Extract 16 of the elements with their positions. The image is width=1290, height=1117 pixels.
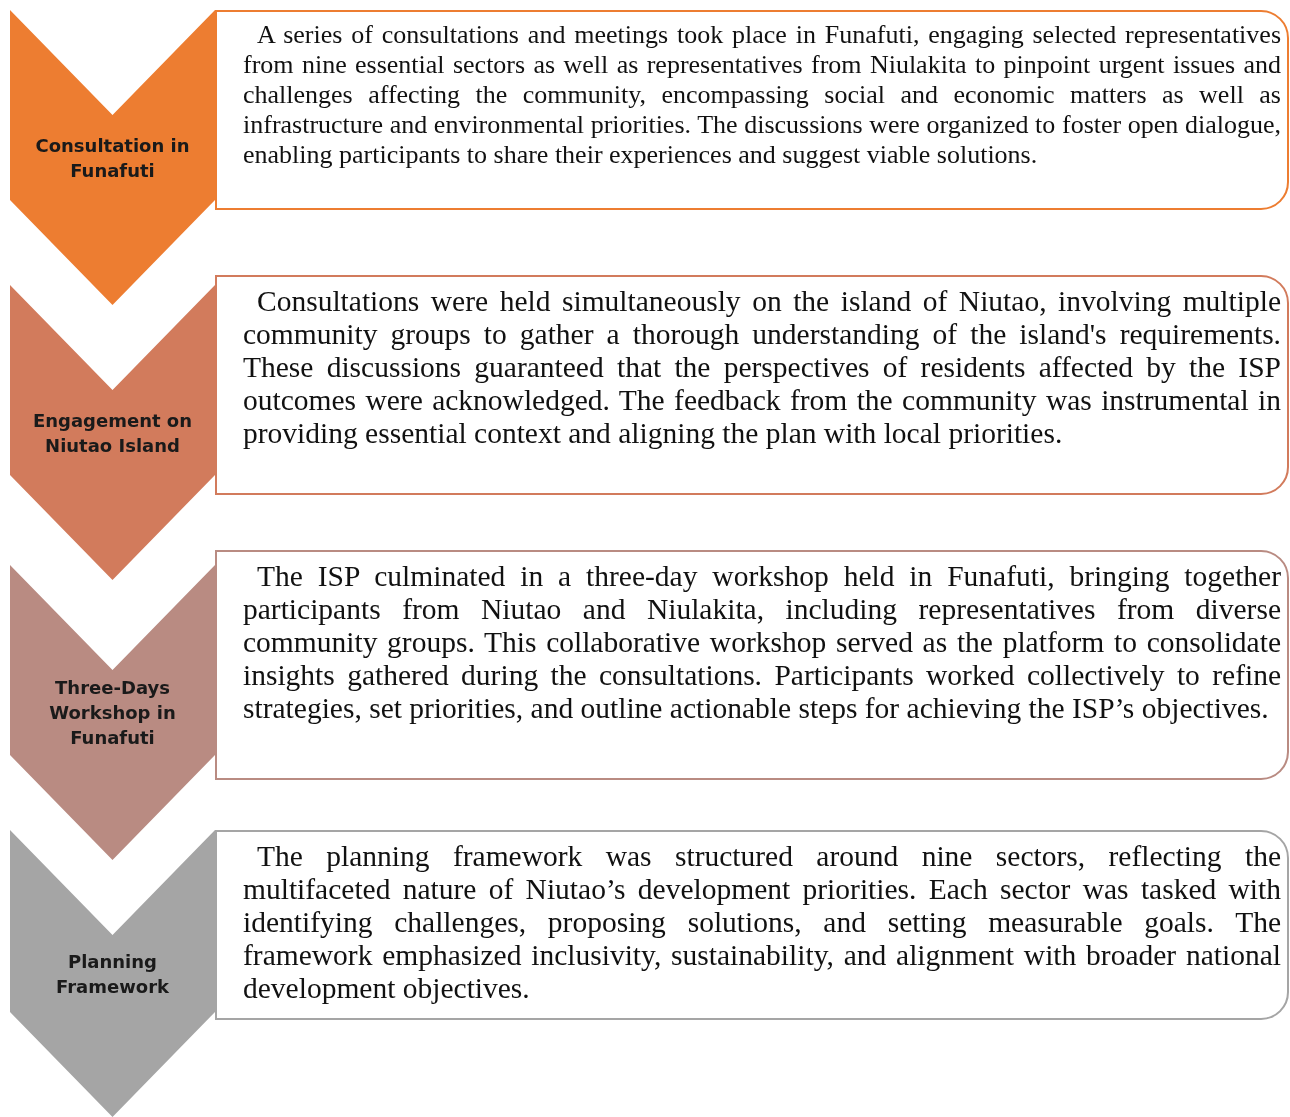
chevron-shape xyxy=(10,285,215,580)
chevron-shape xyxy=(10,830,215,1117)
description-paragraph: Consultations were held simultaneously on the island of Niutao, involving multiple community groups to gather a thorough understanding of the island's requirements. These discussions guaranteed that the perspectives of residents affected by the ISP outcomes were acknowledged. The feedback from the community was instrumental in providing essential context and aligning the plan with local priorities. xyxy=(243,285,1281,450)
description-box xyxy=(215,830,1289,1020)
description-box xyxy=(215,550,1289,780)
description-box xyxy=(215,275,1289,495)
step-label: Engagement on Niutao Island xyxy=(32,408,193,458)
chevron-shape xyxy=(10,565,215,860)
description-paragraph: The planning framework was structured around nine sectors, reflecting the multifaceted nature of Niutao’s development priorities. Each sector was tasked with identifying challenges, proposing solutions, and setting measurable goals. The framework emphasized inclusivity, sustainability, and alignment with broader national development objectives. xyxy=(243,840,1281,1005)
description-paragraph: The ISP culminated in a three-day workshop held in Funafuti, bringing together participants from Niutao and Niulakita, including representatives from diverse community groups. This collaborative workshop served as the platform to consolidate insights gathered during the consultations. Participants worked collectively to refine strategies, set priorities, and outline actionable steps for achieving the ISP’s objectives. xyxy=(243,560,1281,725)
step-label: Three-Days Workshop in Funafuti xyxy=(48,676,177,750)
step-label: Consultation in Funafuti xyxy=(34,133,191,183)
step-label: Planning Framework xyxy=(55,949,170,999)
description-box xyxy=(215,10,1289,210)
chevron-shape xyxy=(10,10,215,305)
description-paragraph: A series of consultations and meetings took place in Funafuti, engaging selected representatives from nine essential sectors as well as representatives from Niulakita to pinpoint urgent issues and challenges affecting the community, encompassing social and economic matters as well as infrastructure and environmental priorities. The discussions were organized to foster open dialogue, enabling participants to share their experiences and suggest viable solutions. xyxy=(243,20,1281,170)
